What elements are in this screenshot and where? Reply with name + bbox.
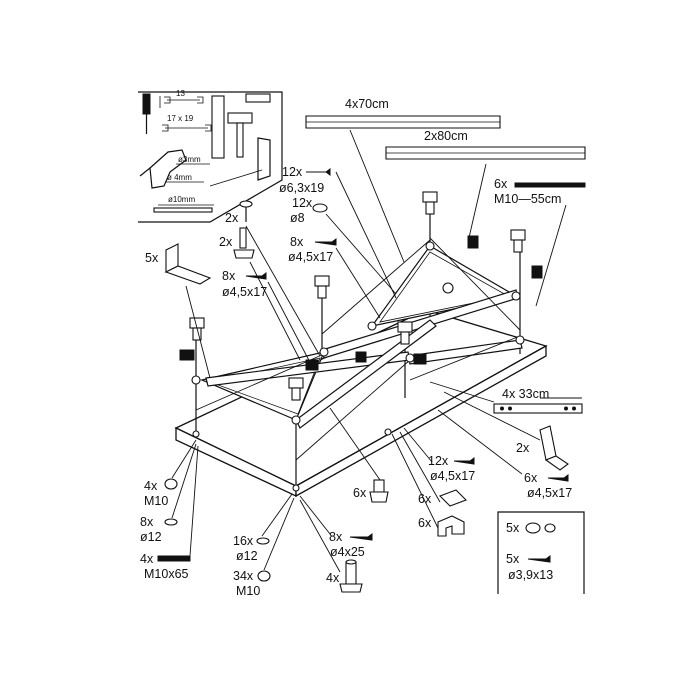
- screw-45x17-part-c: 12x ø4,5x17: [428, 454, 475, 483]
- svg-text:ø4,5x17: ø4,5x17: [222, 285, 267, 299]
- tools-panel: 13 17 x 19 ø3mm ø 4mm ø10mm: [138, 89, 283, 223]
- svg-text:12x: 12x: [428, 454, 449, 468]
- svg-text:34x: 34x: [233, 569, 254, 583]
- screw-45x17-part-a: 8x ø4,5x17: [288, 235, 337, 264]
- svg-text:2x: 2x: [219, 235, 233, 249]
- threaded-rod-size: M10—55cm: [494, 192, 561, 206]
- svg-text:6x: 6x: [353, 486, 367, 500]
- drill-size-label-2: ø 4mm: [167, 173, 192, 182]
- svg-text:8x: 8x: [222, 269, 236, 283]
- leader-lines: [171, 129, 567, 573]
- clip-part-2: 6x: [418, 515, 465, 537]
- clip-part-1: 6x: [418, 489, 467, 507]
- washer-8-part: 12x ø8: [290, 196, 328, 225]
- svg-text:M10: M10: [144, 494, 168, 508]
- svg-text:6x: 6x: [524, 471, 538, 485]
- foot-part: 6x: [353, 479, 389, 503]
- svg-text:M10x65: M10x65: [144, 567, 189, 581]
- rail-80cm: 2x80cm: [385, 129, 586, 160]
- svg-text:ø4x25: ø4x25: [330, 545, 365, 559]
- wrench-size-label-2: 17 x 19: [167, 114, 194, 123]
- svg-text:4x: 4x: [140, 552, 154, 566]
- nut-34-part: 34x M10: [233, 569, 271, 598]
- wrench-icon: 13 17 x 19: [162, 89, 212, 132]
- saw-icon: [209, 137, 271, 187]
- adjustable-foot-tops: [189, 191, 526, 401]
- threaded-rod-part: 6x M10—55cm: [494, 177, 586, 206]
- svg-text:8x: 8x: [290, 235, 304, 249]
- angle-bracket-part: 5x: [145, 243, 212, 285]
- bolt-plate-part: 2x: [219, 227, 255, 259]
- nut-m10-part: 4x M10: [144, 478, 178, 508]
- svg-text:6x: 6x: [418, 492, 432, 506]
- screw-45x17-part-b: 8x ø4,5x17: [222, 269, 267, 299]
- svg-text:4x: 4x: [144, 479, 158, 493]
- drill-icon: ø3mm ø 4mm ø10mm: [139, 149, 214, 213]
- svg-text:ø4,5x17: ø4,5x17: [430, 469, 475, 483]
- drill-size-label-1: ø3mm: [178, 155, 201, 164]
- screw-4x25-part: 8x ø4x25: [329, 530, 373, 559]
- bolt-m10x65-part: 4x M10x65: [140, 552, 191, 581]
- wrench-size-label-1: 13: [176, 89, 185, 98]
- svg-text:2x: 2x: [516, 441, 530, 455]
- svg-text:ø3,9x13: ø3,9x13: [508, 568, 553, 582]
- svg-text:ø8: ø8: [290, 211, 305, 225]
- svg-text:ø6,3x19: ø6,3x19: [279, 181, 324, 195]
- rail-70cm: 4x70cm: [305, 97, 501, 129]
- drill-size-label-3: ø10mm: [168, 195, 195, 204]
- svg-text:5x: 5x: [145, 251, 159, 265]
- bracket-part: 2x: [516, 425, 569, 471]
- leg-part: 4x: [326, 559, 363, 593]
- rail-80cm-label: 2x80cm: [424, 129, 468, 143]
- screw-45x17-part-d: 6x ø4,5x17: [524, 471, 572, 500]
- small-parts-box: 5x 5x ø3,9x13: [497, 511, 585, 594]
- washer-12-part-b: 16x ø12: [233, 534, 270, 563]
- svg-text:ø12: ø12: [140, 530, 162, 544]
- frame-assembly: [174, 191, 548, 498]
- svg-text:4x: 4x: [326, 571, 340, 585]
- svg-text:6x: 6x: [418, 516, 432, 530]
- level-icon: [211, 93, 271, 159]
- svg-text:M10: M10: [236, 584, 260, 598]
- pin-part: 2x: [225, 200, 253, 225]
- svg-text:ø4,5x17: ø4,5x17: [527, 486, 572, 500]
- svg-text:12x: 12x: [292, 196, 313, 210]
- svg-text:ø12: ø12: [236, 549, 258, 563]
- svg-text:2x: 2x: [225, 211, 239, 225]
- screw-63x19-part: 12x ø6,3x19: [279, 165, 331, 195]
- svg-text:5x: 5x: [506, 521, 520, 535]
- svg-text:5x: 5x: [506, 552, 520, 566]
- rail-70cm-label: 4x70cm: [345, 97, 389, 111]
- washer-12-part-a: 8x ø12: [140, 515, 178, 544]
- svg-text:8x: 8x: [329, 530, 343, 544]
- threaded-rod-qty: 6x: [494, 177, 508, 191]
- strip-33cm-part: 4x 33cm: [493, 387, 583, 414]
- svg-text:8x: 8x: [140, 515, 154, 529]
- screwdriver-icon: [142, 93, 161, 134]
- svg-text:ø4,5x17: ø4,5x17: [288, 250, 333, 264]
- svg-text:12x: 12x: [282, 165, 303, 179]
- hammer-icon: [227, 112, 253, 158]
- svg-text:16x: 16x: [233, 534, 254, 548]
- svg-text:4x 33cm: 4x 33cm: [502, 387, 549, 401]
